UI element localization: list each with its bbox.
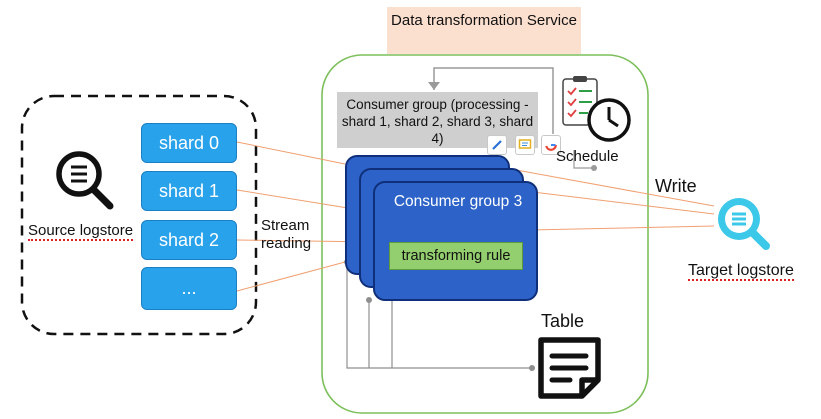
shard-more: ...: [141, 267, 237, 310]
consumer-group-banner: Consumer group (processing - shard 1, sh…: [337, 92, 538, 148]
schedule-label: Schedule: [556, 148, 619, 165]
arrow-shard-more: [236, 261, 346, 292]
service-container: [321, 54, 649, 414]
table-note-icon: [538, 337, 601, 399]
magnifier-icon: [56, 151, 114, 210]
table-label: Table: [541, 311, 585, 331]
arrow-shard0: [236, 141, 346, 165]
shard-1: shard 1: [141, 171, 237, 211]
write-label: Write: [655, 176, 697, 196]
connector-dot-table: [529, 365, 535, 371]
connector-dot-2: [366, 297, 372, 303]
source-logstore-label: Source logstore: [28, 222, 134, 241]
target-logstore-label: Target logstore: [688, 262, 794, 281]
shard-2: shard 2: [141, 220, 237, 260]
google-icon[interactable]: [541, 135, 561, 155]
schedule-link-line: [573, 150, 594, 169]
table-connector-1: [346, 262, 532, 369]
schedule-loop-arrowhead: [428, 82, 440, 90]
source-container: [20, 94, 258, 336]
consumer-group-card-label: Consumer group 3: [393, 193, 523, 210]
service-title: Data transformation Service: [387, 7, 581, 54]
comment-icon[interactable]: [515, 135, 535, 155]
schedule-loop-line: [433, 67, 554, 134]
arrow-write-3: [529, 225, 715, 231]
pen-icon[interactable]: [487, 135, 507, 155]
consumer-group-card-3: [373, 181, 538, 301]
target-search-icon: [718, 198, 770, 250]
arrow-shard1: [236, 189, 361, 211]
shard-0: shard 0: [141, 123, 237, 163]
transforming-rule-box: transforming rule: [389, 242, 523, 270]
schedule-link-dot: [591, 165, 597, 171]
stream-reading-label: Stream reading: [261, 217, 312, 252]
transforming-rule-label: transforming rule: [401, 248, 511, 264]
checklist-clock-icon: [562, 76, 631, 142]
